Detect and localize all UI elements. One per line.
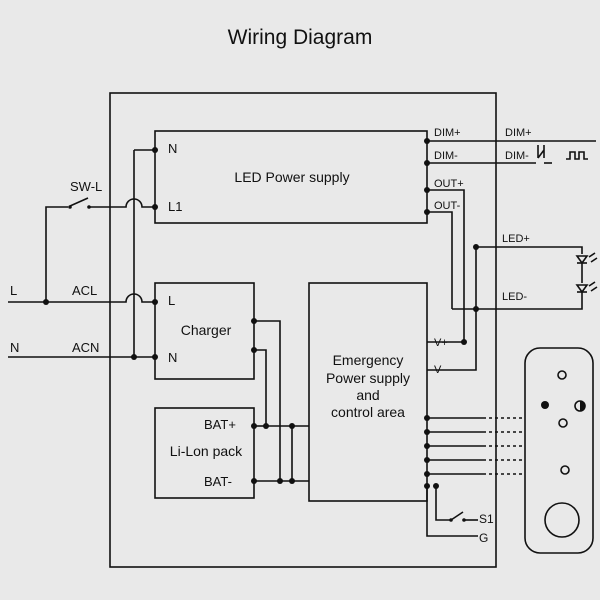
line-l-label: L (10, 283, 17, 298)
charger-pin-l: L (168, 293, 175, 308)
emergency-line-2: Power supply (326, 370, 410, 386)
emergency-line-4: control area (331, 404, 405, 420)
ext-led-minus: LED- (502, 291, 527, 303)
acn-label: ACN (72, 340, 99, 355)
led-ps-out-plus: OUT+ (434, 178, 464, 190)
emergency-block: Emergency Power supply and control area … (308, 282, 448, 502)
battery-plus-label: BAT+ (204, 417, 236, 432)
led-output-wiring (424, 187, 598, 371)
ext-dim-plus: DIM+ (505, 127, 532, 139)
test-button-icon (544, 502, 580, 538)
ext-led-plus: LED+ (502, 233, 530, 245)
battery-minus-label: BAT- (204, 474, 232, 489)
dim-wiring (424, 138, 596, 166)
emergency-v-plus: V+ (434, 337, 448, 349)
indicator-led-2-icon (558, 418, 568, 428)
led-ps-pin-l1: L1 (168, 199, 182, 214)
emergency-line-3: and (356, 387, 379, 403)
charger-pin-n: N (168, 350, 177, 365)
sw-l-label: SW-L (70, 179, 102, 194)
battery-label: Li-Lon pack (170, 443, 243, 459)
led-power-supply-label: LED Power supply (234, 169, 349, 185)
s1-label: S1 (479, 512, 494, 526)
indicator-led-1-icon (557, 370, 567, 380)
indicator-panel (524, 347, 594, 554)
led-ps-pin-n: N (168, 141, 177, 156)
driver-enclosure (109, 92, 497, 568)
led-ps-dim-minus: DIM- (434, 150, 458, 162)
acl-label: ACL (72, 283, 97, 298)
g-label: G (479, 531, 488, 545)
internal-wiring (251, 318, 309, 484)
led-ps-out-minus: OUT- (434, 200, 461, 212)
diagram-title: Wiring Diagram (227, 26, 373, 49)
ext-dim-minus: DIM- (505, 150, 529, 162)
control-output-lines (424, 415, 525, 537)
line-n-label: N (10, 340, 19, 355)
pwm-waveform-icon (566, 151, 588, 160)
battery-block: BAT+ Li-Lon pack BAT- (154, 407, 255, 499)
indicator-led-3-icon (560, 465, 570, 475)
charger-label: Charger (181, 322, 232, 338)
emergency-line-1: Emergency (333, 352, 404, 368)
led-ps-dim-plus: DIM+ (434, 127, 461, 139)
charger-block: Charger L N (154, 282, 255, 380)
led-icon (575, 252, 598, 300)
led-power-supply-block: LED Power supply N L1 DIM+ DIM- OUT+ OUT… (154, 127, 464, 224)
s1-switch-icon (450, 511, 464, 521)
indicator-led-status-icon (541, 401, 549, 409)
ground-wire (426, 486, 478, 537)
mains-wiring (8, 147, 158, 360)
